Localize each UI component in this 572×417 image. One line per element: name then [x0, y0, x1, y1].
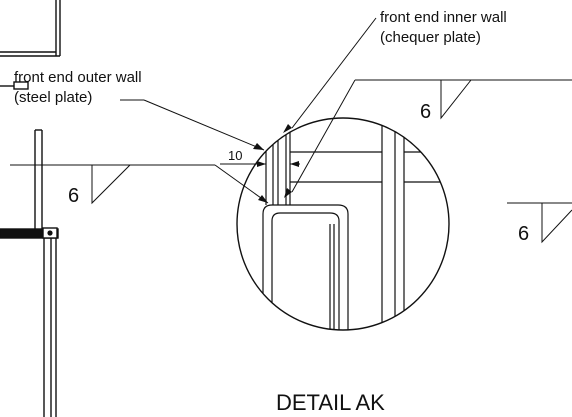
weld-size-upper: 6 — [420, 101, 431, 123]
inner-wall-sublabel: (chequer plate) — [380, 29, 481, 46]
dimension-label: 10 — [228, 148, 242, 163]
outer-wall-sublabel: (steel plate) — [14, 89, 92, 106]
outer-wall-label: front end outer wall — [14, 69, 142, 86]
inner-wall-label: front end inner wall — [380, 9, 507, 26]
weld-size-left: 6 — [68, 185, 79, 207]
dimension-10-marks — [220, 161, 300, 167]
weld-symbol-right — [541, 203, 572, 244]
arrowheads — [253, 124, 292, 203]
detail-circle-content — [262, 118, 449, 330]
detail-circle — [236, 117, 450, 331]
leader-lines — [10, 17, 572, 204]
detail-title: DETAIL AK — [276, 390, 385, 415]
weld-symbol-upper — [440, 79, 472, 120]
left-frame-geometry — [0, 0, 61, 417]
weld-size-right: 6 — [518, 223, 529, 245]
weld-symbol-left — [91, 164, 131, 205]
